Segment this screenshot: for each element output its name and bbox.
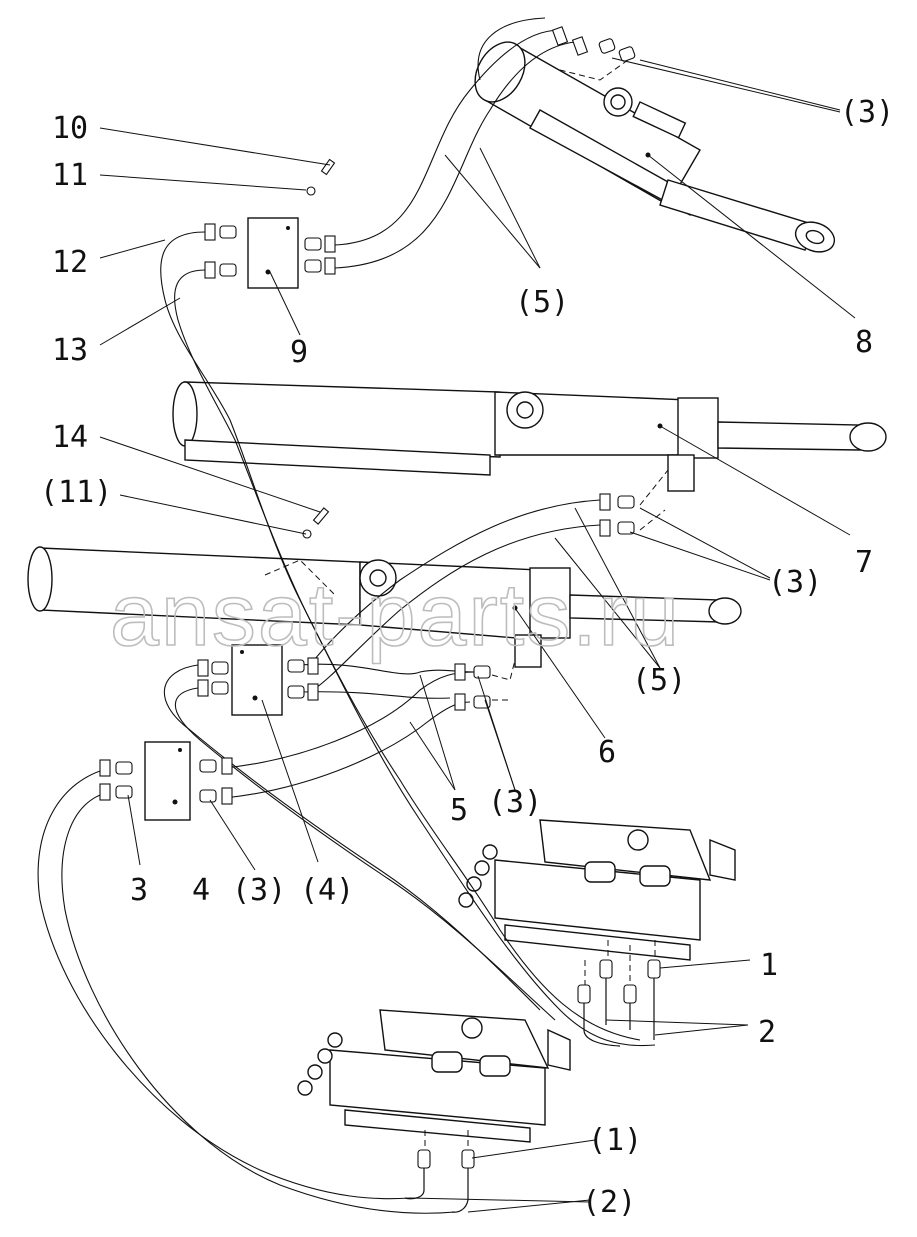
leader-lines <box>99 57 856 1213</box>
fittings <box>99 26 661 1213</box>
label-paren-3-mid: (3) <box>768 565 822 600</box>
label-1: 1 <box>760 948 778 983</box>
lower-hydraulic-cylinder <box>27 546 742 668</box>
label-paren-3-bottom: (3) <box>232 873 286 908</box>
label-paren-2: (2) <box>582 1185 636 1220</box>
label-11: 11 <box>52 158 88 193</box>
middle-hydraulic-cylinder <box>172 381 887 492</box>
label-5: 5 <box>450 793 468 828</box>
dashed-connections <box>264 59 669 1150</box>
part-labels: 10 11 12 13 9 14 (11) (5) (3) 8 7 (3) (5… <box>40 95 894 1220</box>
label-paren-1: (1) <box>588 1123 642 1158</box>
control-valve-right <box>458 819 736 961</box>
upper-hydraulic-cylinder <box>474 41 836 253</box>
label-4: 4 <box>192 873 210 908</box>
label-paren-4: (4) <box>300 873 354 908</box>
control-valve-left <box>297 1009 571 1143</box>
label-6: 6 <box>598 735 616 770</box>
label-7: 7 <box>855 545 873 580</box>
label-paren-3-low: (3) <box>488 785 542 820</box>
label-paren-11: (11) <box>40 475 112 510</box>
distribution-block-upper <box>247 217 299 289</box>
label-14: 14 <box>52 420 88 455</box>
label-paren-3-top: (3) <box>840 95 894 130</box>
watermark-text: ansat-parts.ru <box>110 565 681 664</box>
label-9: 9 <box>290 335 308 370</box>
label-13: 13 <box>52 333 88 368</box>
label-paren-5-top: (5) <box>515 285 569 320</box>
distribution-block-lower <box>144 741 191 821</box>
label-12: 12 <box>52 245 88 280</box>
hydraulic-hoses <box>37 17 656 1214</box>
grease-fittings <box>302 158 336 539</box>
label-2: 2 <box>758 1015 776 1050</box>
label-3: 3 <box>130 873 148 908</box>
label-paren-5-mid: (5) <box>632 663 686 698</box>
label-8: 8 <box>855 325 873 360</box>
distribution-block-middle <box>231 644 283 716</box>
label-10: 10 <box>52 111 88 146</box>
